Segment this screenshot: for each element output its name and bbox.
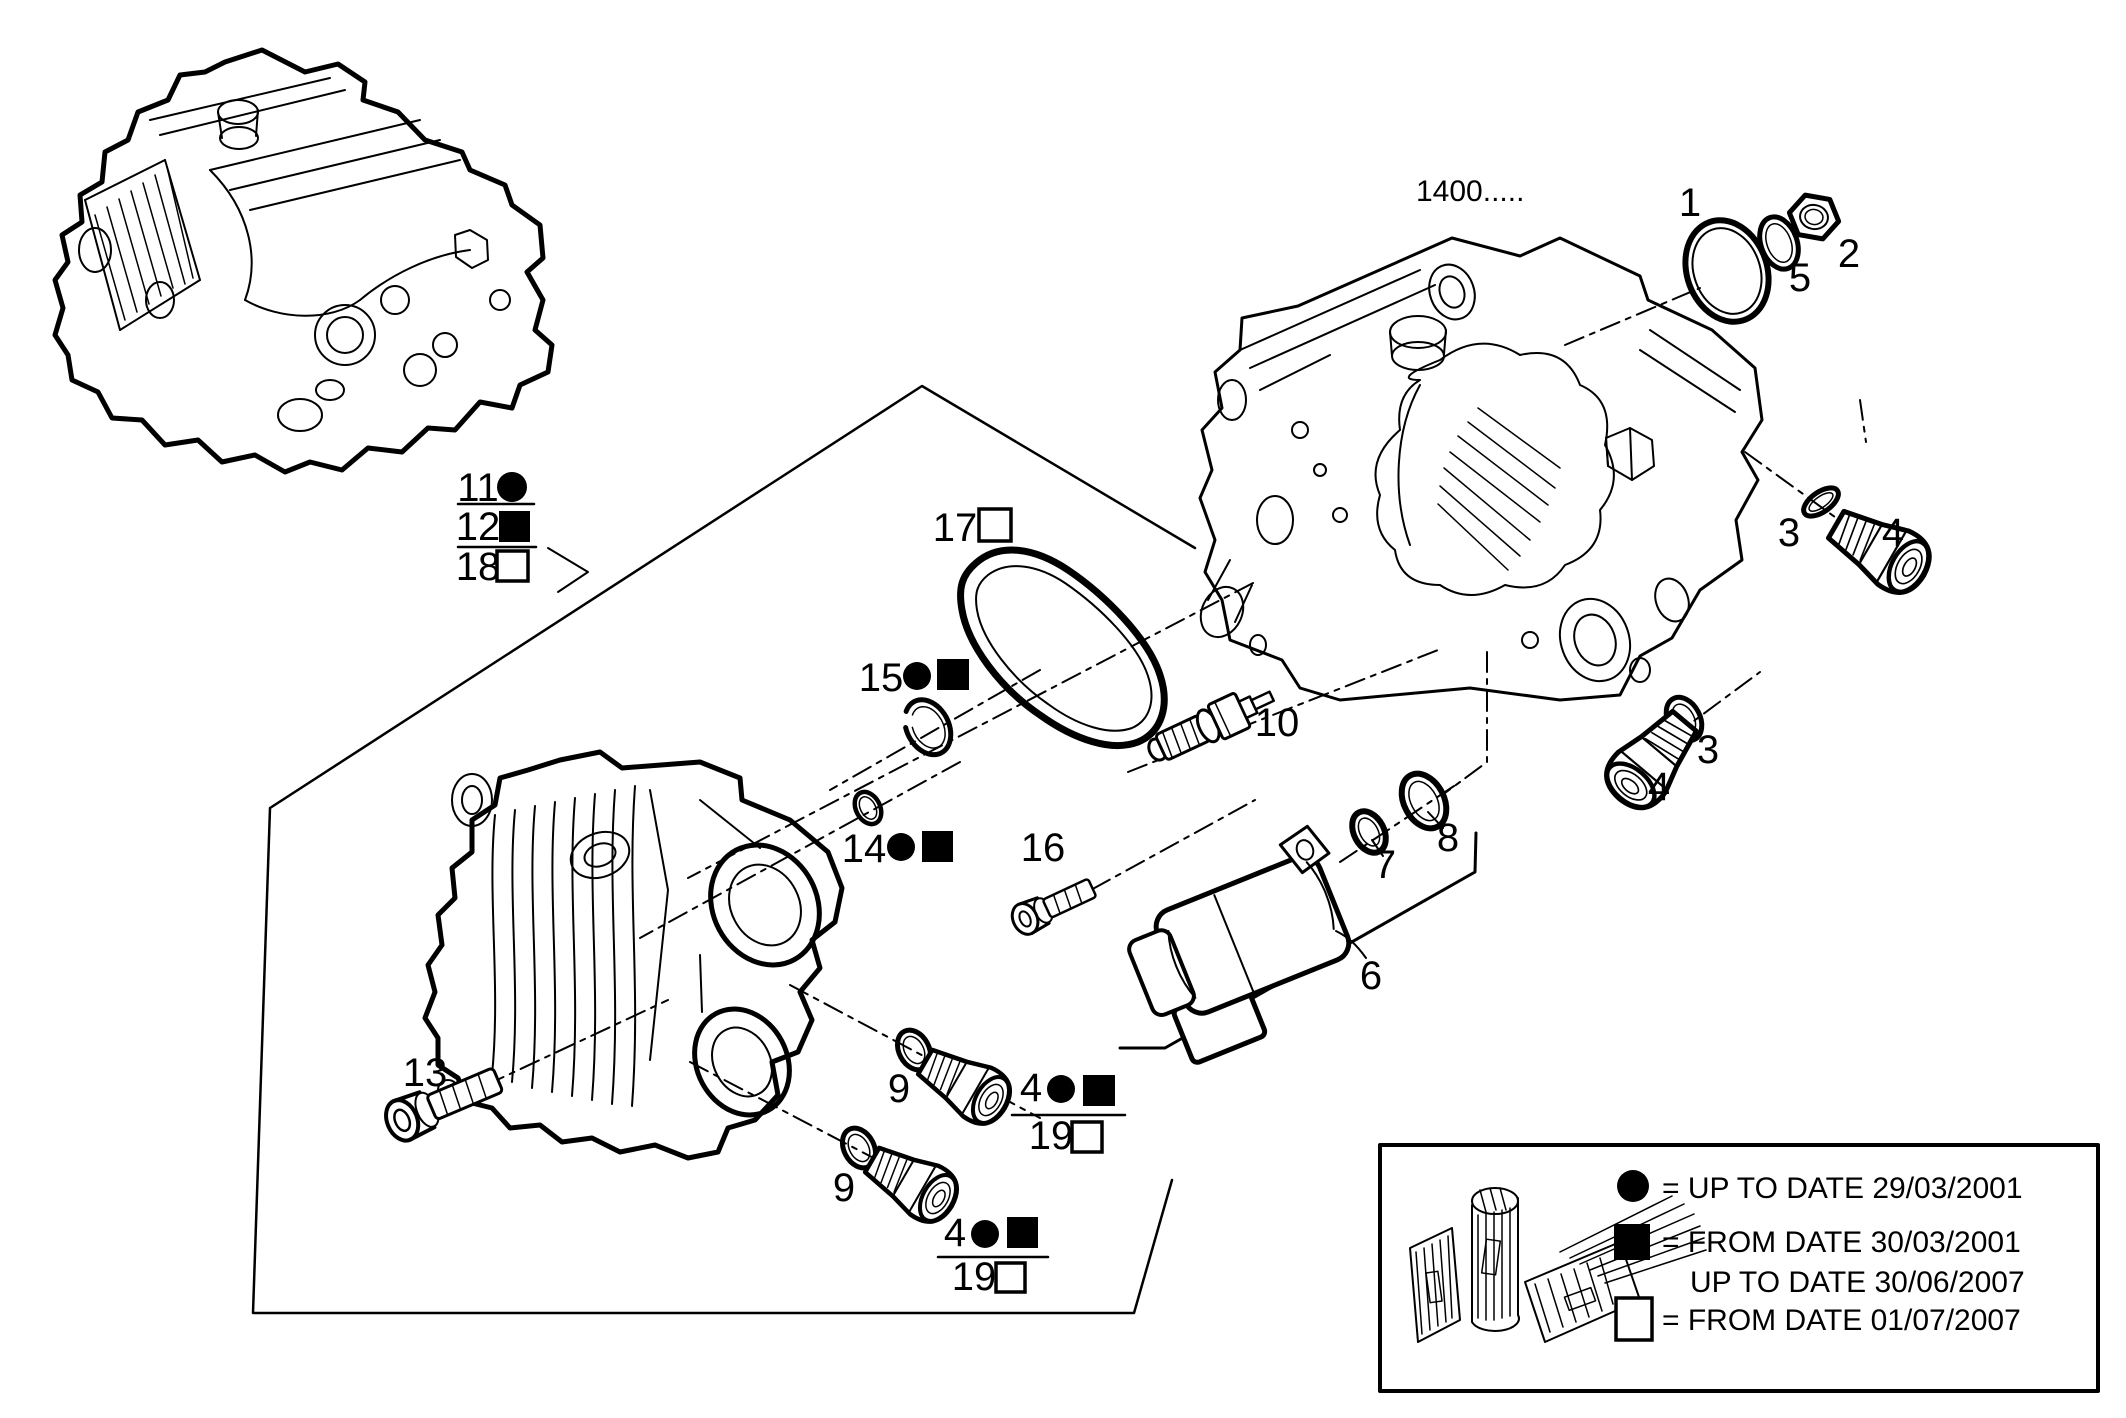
square-open-icon — [977, 507, 1013, 543]
bolt-16-drawing — [1010, 878, 1097, 936]
drum-fin-lines — [1437, 407, 1561, 571]
label-stack-4-19-upper: 4 19 — [1010, 1066, 1127, 1158]
gear-hatch-lines — [94, 166, 194, 321]
circle-filled-icon — [887, 833, 915, 861]
label-part-15: 15 — [859, 656, 904, 700]
square-filled-icon — [937, 659, 969, 690]
label-part-7: 7 — [1374, 843, 1396, 887]
square-open-icon — [994, 1261, 1027, 1294]
label-part-1: 1 — [1679, 181, 1701, 225]
pump-body-drawing — [1198, 236, 1764, 702]
legend-from-a2: UP TO DATE 30/06/2007 — [1690, 1266, 2025, 1299]
label-part-16: 16 — [1021, 826, 1066, 870]
label-part-4: 4 — [1020, 1066, 1042, 1110]
label-part-14: 14 — [842, 827, 887, 871]
label-part-11: 11 — [457, 466, 499, 510]
drawing-ref-label: 1400..... — [1416, 175, 1524, 208]
label-part-19: 19 — [952, 1255, 997, 1299]
square-open-icon — [495, 549, 530, 583]
gasket-17-drawing — [957, 546, 1168, 749]
label-part-12: 12 — [456, 505, 501, 549]
label-part-2: 2 — [1838, 232, 1860, 276]
square-filled-icon — [1083, 1075, 1115, 1106]
square-filled-icon — [1007, 1217, 1038, 1248]
nut-2 — [1786, 192, 1842, 242]
label-part-3-lower: 3 — [1697, 728, 1719, 772]
flange-housing-drawing — [422, 749, 845, 1161]
label-part-4-upper: 4 — [1882, 511, 1904, 555]
label-part-9-lower: 9 — [833, 1166, 855, 1210]
snap-ring-15 — [903, 697, 954, 758]
circle-filled-icon — [497, 472, 527, 502]
o-ring-14 — [852, 789, 884, 827]
part-labels: 1400..... 1 5 2 3 4 3 4 10 7 8 6 16 13 9… — [403, 175, 1904, 1299]
solenoid-valve-drawing — [1127, 824, 1352, 1065]
fitting-4-top-right — [1821, 498, 1940, 602]
seal-ring-5 — [1757, 214, 1801, 272]
square-open-icon — [1070, 1120, 1104, 1154]
label6-leader — [1335, 930, 1367, 959]
square-filled-icon — [499, 511, 530, 542]
label-part-17: 17 — [933, 506, 978, 550]
circle-filled-icon — [903, 662, 931, 690]
label-part-5: 5 — [1789, 256, 1811, 300]
legend-box: = UP TO DATE 29/03/2001 = FROM DATE 30/0… — [1378, 1143, 2100, 1393]
square-filled-icon — [1614, 1224, 1650, 1260]
circle-filled-icon — [1617, 1170, 1649, 1202]
pressure-sensor-drawing — [1147, 690, 1275, 762]
circle-filled-icon — [1047, 1075, 1075, 1103]
label-part-13: 13 — [403, 1051, 448, 1095]
bolt-13-drawing — [384, 1067, 504, 1143]
square-open-icon — [1614, 1296, 1654, 1342]
square-filled-icon — [922, 831, 953, 862]
label-part-3-upper: 3 — [1778, 511, 1800, 555]
label-part-19: 19 — [1029, 1114, 1074, 1158]
legend-from-b: = FROM DATE 01/07/2007 — [1662, 1304, 2021, 1337]
circle-filled-icon — [971, 1220, 999, 1248]
legend-from-a: = FROM DATE 30/03/2001 — [1662, 1226, 2021, 1259]
label-stack-4-19-lower: 4 19 — [936, 1211, 1050, 1299]
label-part-4: 4 — [944, 1211, 966, 1255]
legend-up-to: = UP TO DATE 29/03/2001 — [1662, 1172, 2023, 1205]
label-part-10: 10 — [1255, 701, 1300, 745]
fitting-4-upper-left — [911, 1038, 1019, 1133]
label-part-4-lower: 4 — [1648, 765, 1670, 809]
leader-lines — [547, 547, 1444, 857]
label-part-6: 6 — [1360, 954, 1382, 998]
label-part-9-upper: 9 — [888, 1067, 910, 1111]
label-part-18: 18 — [456, 545, 501, 589]
o-ring-3-upper — [1801, 485, 1841, 519]
assembled-pump-drawing — [52, 47, 555, 475]
o-ring-1 — [1682, 217, 1772, 325]
label-stack-11-12-18: 11 12 18 — [456, 466, 538, 589]
label-part-8: 8 — [1437, 816, 1459, 860]
